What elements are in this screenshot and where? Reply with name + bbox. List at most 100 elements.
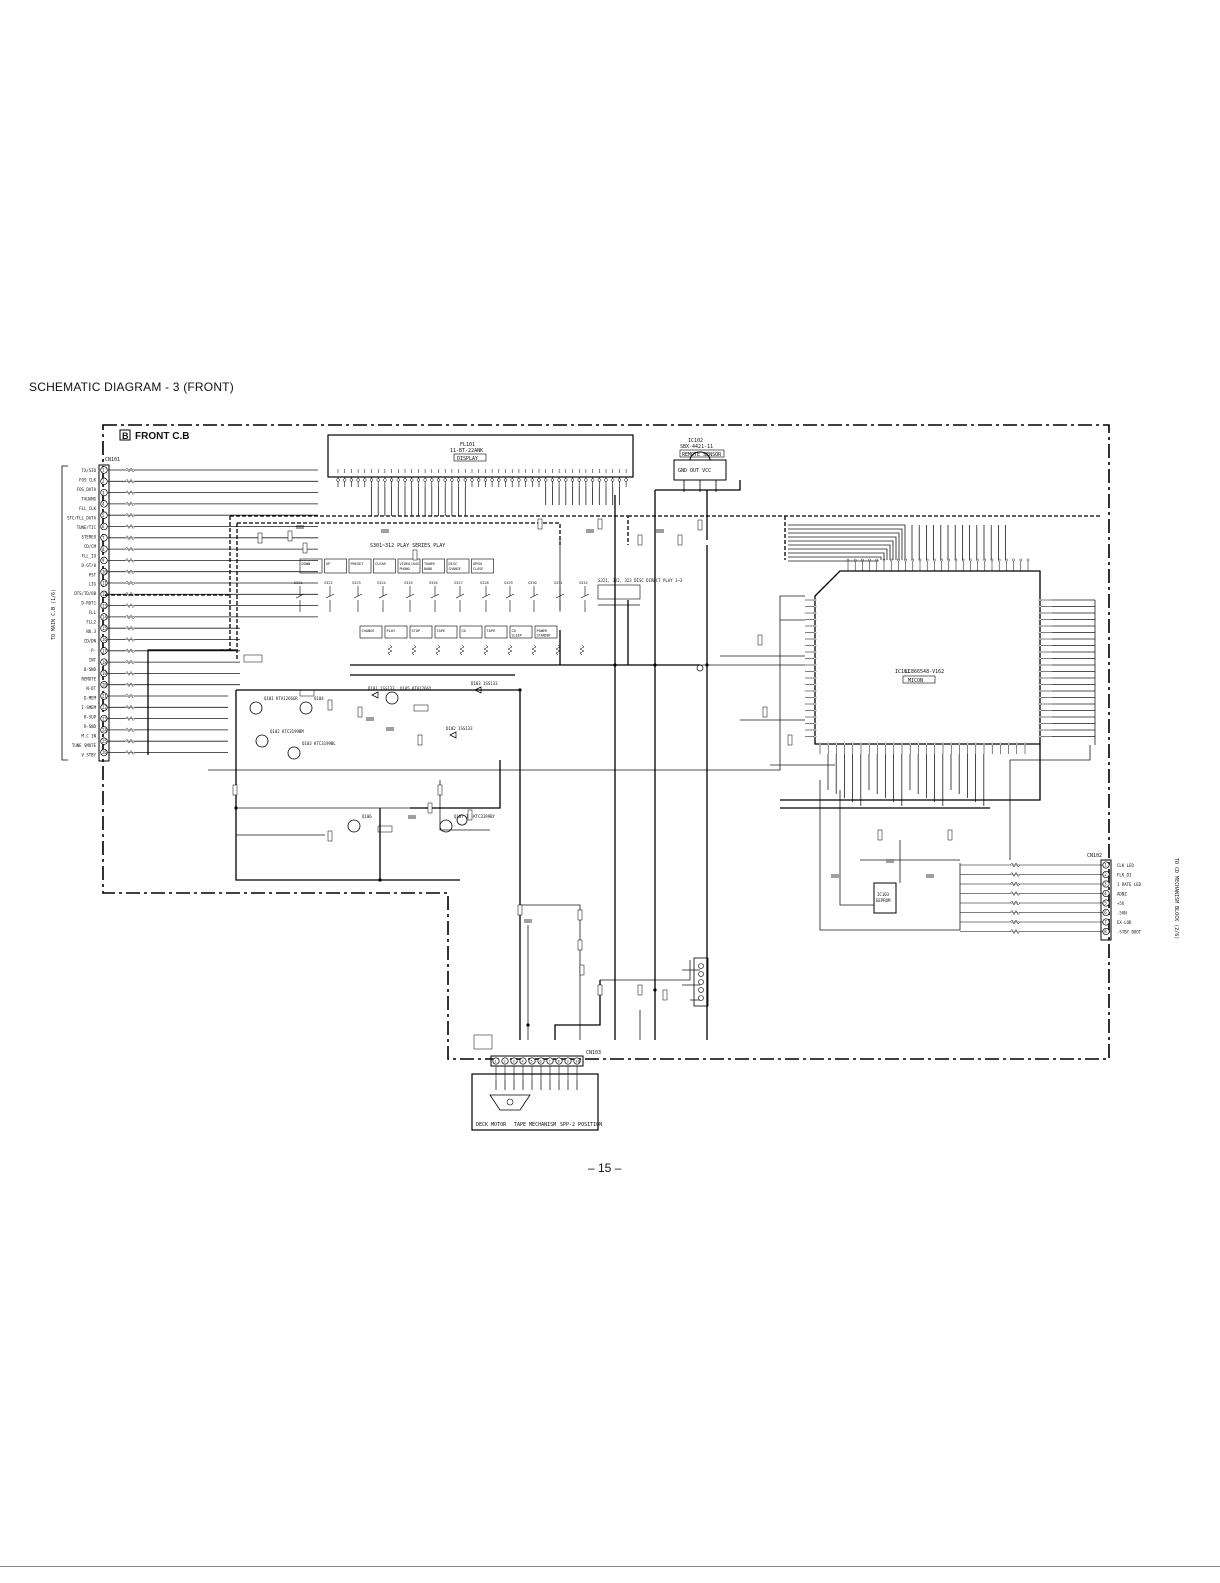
label-box [299,689,315,697]
cn101-resistor [124,557,136,563]
ic101-ref: IC101 [895,669,910,675]
resistor [787,734,793,746]
cn102-pin-number: 6 [1104,910,1107,915]
switch-top-label: DISC [449,562,458,566]
resistor [662,989,668,1001]
micom-left-pin-dot [813,689,817,693]
cn101-pin-number: 26 [102,750,107,755]
cn102-resistor [1009,862,1021,868]
cn102-side-label: TO CD MECHANISM BLOCK (2/6) [1173,858,1179,939]
test-point [696,664,704,672]
switch-bottom-label: POWER [537,629,549,633]
micom-right-pin-dot [1038,663,1042,667]
switch-ref: S326 [429,581,438,585]
cn101-pin-number: 10 [102,569,107,574]
switch-top-label: OPEN [473,562,482,566]
display-pin-dot [477,478,481,482]
cn101-pin [100,726,108,734]
junction-dot [526,1023,530,1027]
transistor-label: Q106 [362,814,372,819]
cn101-pin-number: 19 [102,671,107,676]
resistor [697,519,703,531]
resistor [302,542,308,554]
cn101-pin [100,556,108,565]
cn101-signal-label: FLL2 [86,620,96,625]
switch-top-box [373,558,396,574]
cn101-side-label: TO MAIN C.B (1/6) [51,589,57,640]
cn102-resistor [1009,881,1021,887]
cn101-pin-number: 22 [102,705,107,710]
cn101-pin-number: 20 [102,682,107,687]
resistor [467,809,473,821]
cn103-label: CN103 [586,1050,601,1056]
cn101-signal-label: TAUAMG [82,496,97,501]
ribbon-connector-pin [698,963,704,969]
cn101-resistor [124,682,136,688]
switch-bottom-label: SLEEP [512,634,522,638]
bold-wiring [147,480,1041,1040]
switch-contact [455,593,465,599]
switch-top-box [471,558,494,574]
micom-bundle-wire [788,524,906,560]
resistor [577,909,583,921]
diode-label: D103 1SS133 [471,681,498,686]
display-pin-dot [584,478,588,482]
micom-bundle-wire [788,552,885,560]
micom-bottom-pin-dot [966,742,969,746]
switch-top-label: CHANGE [449,567,461,571]
display-pin-dot [537,478,541,482]
display-pin-dot [510,478,514,482]
ic102-ref: IC102 [688,438,703,444]
switch-ref: S324 [377,581,386,585]
cn101-resistor [124,670,136,676]
resistor [483,644,489,656]
micom-ic101: IC101 LC866548-V162 MICON [805,558,1052,754]
cn103-pin-number: 3 [513,1060,515,1064]
micom-left-pin-dot [813,722,817,725]
display-pin-dot [389,478,394,482]
fl101-part: 11-BT-22ANK [450,448,483,454]
cn101-pin [100,568,108,576]
display-pin-dot [544,478,548,482]
display-pin-dot [416,478,421,482]
micom-bundle-wire [788,528,903,560]
display-pin-dot [523,478,528,482]
cn101-pin [100,534,108,542]
cn101-pin-number: 25 [102,739,107,744]
switch-top-label: BAND [424,567,432,571]
display-pin-dot [611,478,615,482]
display-pin-dot [470,478,474,482]
cn101-pin [100,579,108,587]
cn101-resistor [124,603,136,609]
cn101-signal-label: FOS_DATA [77,487,97,492]
cn103-pin-number: 6 [540,1060,542,1064]
cn101-pin-number: 1 [102,468,105,473]
resistor [579,644,585,656]
bottom-rule [0,1566,1220,1567]
cn101-signal-label: D-MEM [84,695,97,700]
switch-bus-label: S301~312 PLAY SERIES PLAY [370,543,445,549]
cn103-pin-number: 9 [567,1060,569,1064]
cn101-pin [100,635,108,644]
switch-contact [505,593,515,599]
cn102-signal-label: EX-LOD [1117,920,1132,925]
cn101-pin [100,545,108,553]
micom-left-pin-dot [813,670,817,673]
switch-top-label: DOWN [302,562,311,566]
diode-label: D102 1SS133 [446,726,473,731]
cn101-resistor [124,591,136,597]
micom-right-pin-dot [1038,696,1042,699]
cn101-signal-label: FLL_IO [82,553,97,558]
switch-top-box [299,558,323,574]
cn101-pin [100,590,108,598]
cn101-resistor [124,569,136,575]
cn101-pin [100,669,108,678]
cn103-pin-number: 8 [558,1060,560,1064]
cn102-signal-label: -5VN [1117,911,1127,916]
cn101-signal-label: V STBY [82,752,97,757]
eeprom-ic103: IC103 EEPROM [873,882,897,914]
cn101-pin-number: 5 [102,513,105,518]
